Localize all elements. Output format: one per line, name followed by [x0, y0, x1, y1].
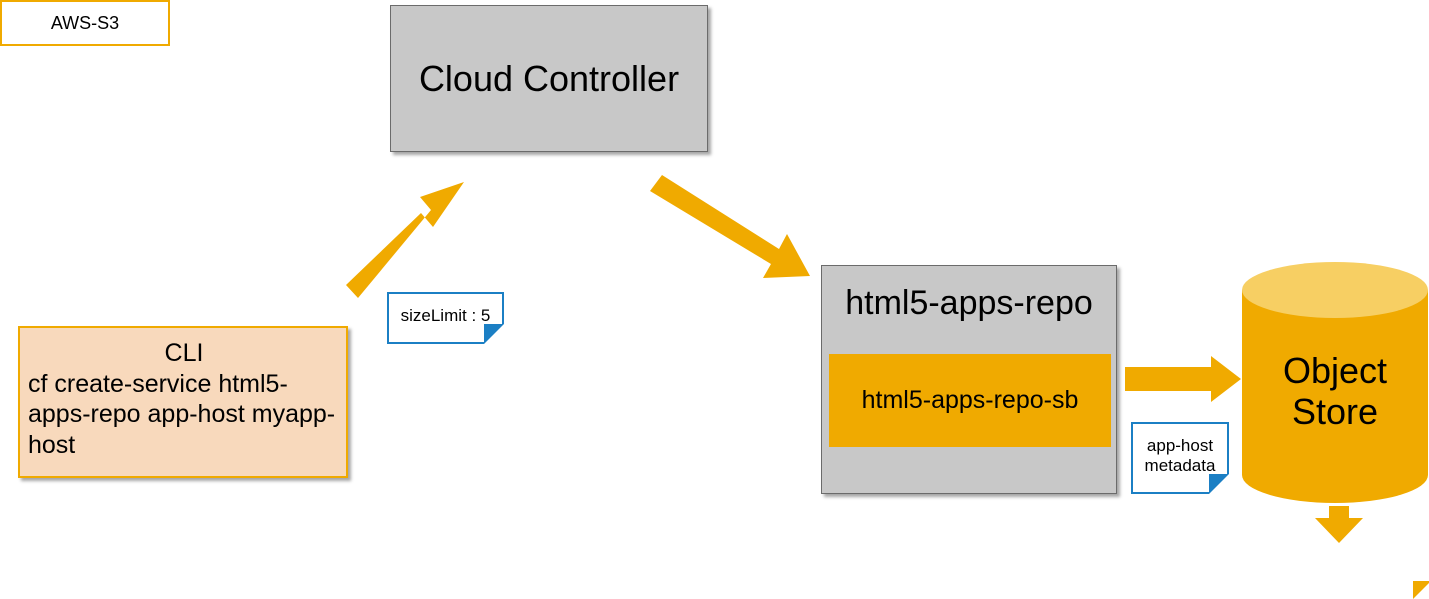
arrow-repo-to-store	[1125, 356, 1241, 402]
metadata-note: app-host metadata	[1131, 422, 1229, 494]
object-store-cylinder	[1242, 262, 1428, 503]
note-fold-corner	[1413, 581, 1429, 599]
object-store-label: Object Store	[1242, 350, 1428, 433]
cli-box: CLI cf create-service html5-apps-repo ap…	[18, 326, 348, 478]
html5-apps-repo-sb-label: html5-apps-repo-sb	[861, 386, 1079, 414]
size-limit-note: sizeLimit : 5	[387, 292, 504, 344]
metadata-line2: metadata	[1144, 456, 1216, 475]
arrow-cli-to-controller	[346, 182, 464, 298]
arrow-store-to-aws	[1315, 506, 1363, 543]
cloud-controller-box: Cloud Controller	[390, 5, 708, 152]
cli-title: CLI	[164, 339, 204, 367]
size-limit-label: sizeLimit : 5	[400, 306, 491, 325]
cloud-controller-label: Cloud Controller	[418, 57, 680, 99]
object-store-line1: Object	[1282, 350, 1388, 391]
html5-apps-repo-box: html5-apps-repo html5-apps-repo-sb	[821, 265, 1117, 494]
metadata-line1: app-host	[1146, 435, 1214, 455]
note-fold-corner	[1209, 474, 1229, 494]
aws-s3-label: AWS-S3	[50, 12, 120, 33]
note-fold-corner	[484, 324, 504, 344]
object-store-line2: Store	[1291, 391, 1379, 433]
html5-apps-repo-sb-box: html5-apps-repo-sb	[829, 354, 1111, 447]
arrow-controller-to-repo	[650, 175, 810, 278]
html5-apps-repo-title: html5-apps-repo	[845, 284, 1093, 322]
cli-command: cf create-service html5-apps-repo app-ho…	[28, 369, 336, 459]
